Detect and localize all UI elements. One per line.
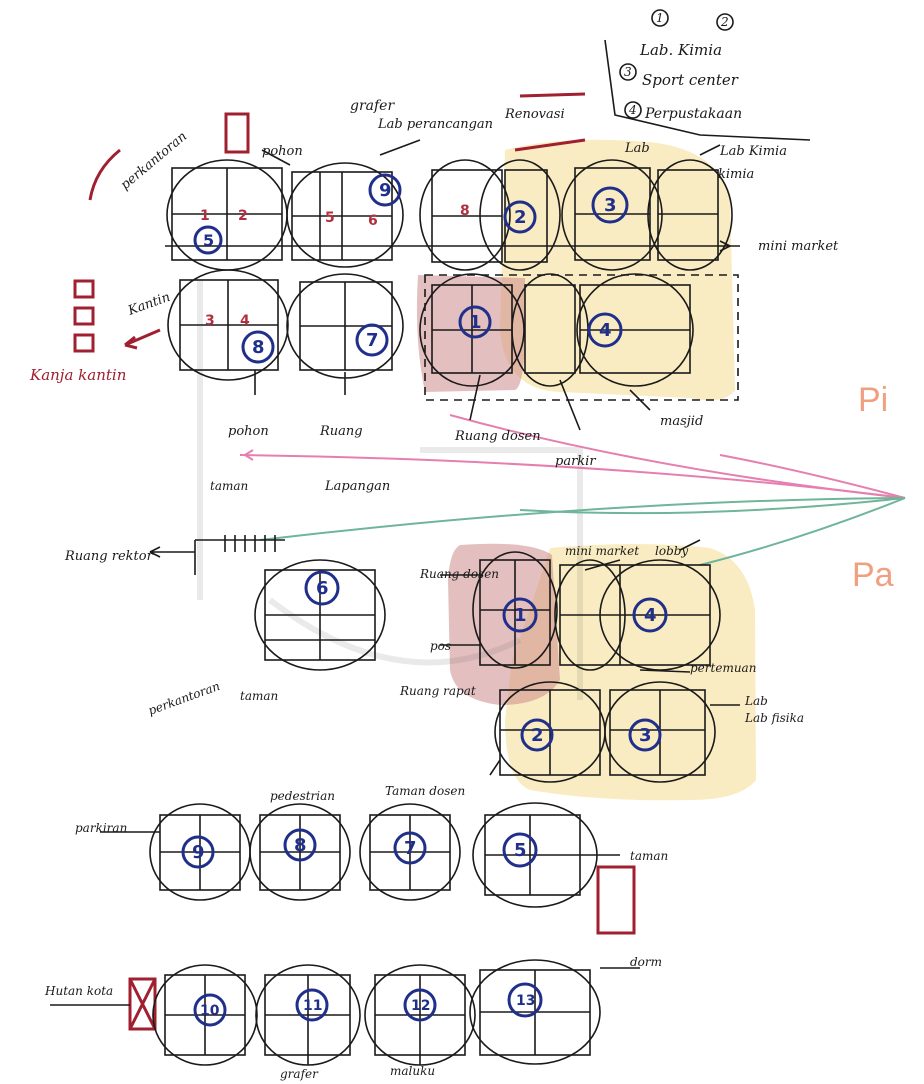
top-num-8: 8 [252, 337, 265, 358]
annotation-lobby: lobby [655, 544, 688, 558]
mid-num-6: 6 [316, 578, 329, 599]
bottom-number-circles [183, 830, 541, 1025]
mid-num-2: 2 [531, 725, 544, 746]
legend-mark-4: 4 [628, 103, 637, 117]
red-num-1: 1 [200, 208, 210, 224]
annotation-pedestrian: pedestrian [270, 789, 335, 803]
annotation-ruang-rektor: Ruang rektor [64, 549, 154, 564]
mid-num-1: 1 [514, 605, 527, 626]
bottom-num-8: 8 [294, 835, 307, 856]
side-label-pa: Pa [852, 558, 894, 592]
annotation-mini-market: mini market [758, 239, 839, 254]
annotation-kimia: kimia [718, 167, 754, 182]
annotation-taman-mid: taman [240, 689, 278, 703]
annotation-kantin: Kantin [125, 290, 172, 319]
top-num-7: 7 [366, 330, 379, 351]
red-num-8: 8 [460, 203, 470, 219]
bottom-num-10: 10 [200, 1003, 220, 1019]
annotation-renovasi: Renovasi [504, 107, 565, 122]
legend-perpustakaan: Perpustakaan [644, 106, 742, 122]
legend-sport-center: Sport center [642, 71, 739, 89]
legend-mark-1: 1 [656, 11, 664, 25]
mid-num-3: 3 [639, 725, 652, 746]
legend-mark-3: 3 [624, 65, 632, 79]
annotation-grafer-bottom: grafer [280, 1067, 319, 1081]
legend-lab-kimia: Lab. Kimia [639, 41, 722, 59]
annotation-pertemuan: pertemuan [690, 661, 756, 675]
red-num-3: 3 [205, 313, 215, 329]
top-num-4: 4 [599, 320, 612, 341]
annotation-lapangan: Lapangan [324, 479, 390, 494]
annotation-ruang: Ruang [319, 424, 363, 439]
annotation-masjid: masjid [660, 414, 703, 429]
bottom-num-12: 12 [411, 998, 430, 1014]
bottom-sketch [50, 803, 640, 1065]
annotation-taman-right: taman [630, 849, 668, 863]
annotation-taman: taman [210, 479, 248, 493]
red-num-2: 2 [238, 208, 248, 224]
annotation-pedestrian-bottom: parkiran [75, 821, 127, 835]
annotation-lab-kimia: Lab Kimia [719, 144, 787, 159]
bottom-num-13: 13 [516, 993, 535, 1009]
annotation-pohon: pohon [228, 424, 269, 439]
top-num-2: 2 [514, 207, 527, 228]
annotation-lab-mid: Lab [744, 694, 768, 708]
annotation-ruang-rapat: Ruang rapat [399, 684, 476, 698]
annotation-ruang-dosen-mid: Ruang dosen [419, 567, 499, 581]
annotation-lab-perancangan: Lab perancangan [377, 117, 493, 132]
annotation-grafer: grafer [350, 98, 395, 114]
bottom-num-11: 11 [303, 998, 322, 1014]
red-num-5: 5 [325, 210, 335, 226]
legend-mark-2: 2 [720, 15, 729, 29]
annotation-taman-dosen: Taman dosen [385, 784, 465, 798]
annotation-maluku: maluku [390, 1064, 435, 1078]
annotation-perkantoran: perkantoran [118, 129, 190, 193]
annotation-mini-market-mid: mini market [565, 544, 639, 558]
top-num-9: 9 [379, 180, 392, 201]
annotation-perkantoran-mid: perkantoran [146, 679, 222, 718]
top-num-5: 5 [203, 231, 214, 250]
bottom-num-9: 9 [192, 842, 205, 863]
annotation-parkir: parkir [555, 454, 596, 469]
annotation-hutan-kota: Hutan kota [44, 984, 113, 998]
red-num-4: 4 [240, 313, 250, 329]
annotation-pohon-top: pohon [262, 144, 303, 159]
annotation-lab-fisika: Lab fisika [744, 711, 804, 725]
annotation-lab: Lab [624, 141, 650, 156]
bottom-num-7: 7 [404, 838, 417, 859]
annotation-kudak: Kanja kantin [29, 366, 126, 384]
side-label-pi: Pi [858, 383, 888, 417]
bottom-num-5: 5 [514, 840, 527, 861]
red-num-6: 6 [368, 213, 378, 229]
top-num-3: 3 [604, 195, 617, 216]
mid-num-4: 4 [644, 605, 657, 626]
annotation-ruang-dosen: Ruang dosen [454, 429, 541, 444]
annotation-pos: pos [430, 639, 451, 653]
annotation-dorm: dorm [630, 955, 662, 969]
top-num-1: 1 [469, 312, 482, 333]
